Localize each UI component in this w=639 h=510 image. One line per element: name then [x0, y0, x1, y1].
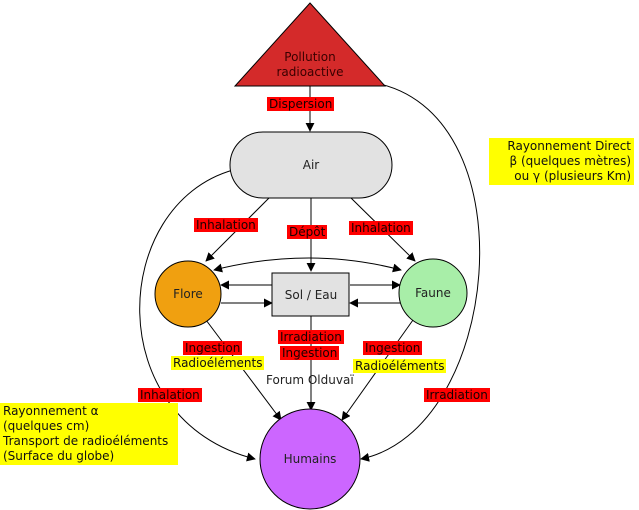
arrow-flore-faune-arc [213, 257, 402, 273]
label-ingestion-center: Ingestion [280, 346, 340, 360]
arrow-pollution-humains-arc [360, 83, 481, 462]
sol-node: Sol / Eau [271, 272, 350, 317]
flore-circle [154, 260, 222, 328]
label-dispersion: Dispersion [267, 97, 335, 111]
label-inhalation-right: Inhalation [349, 221, 413, 235]
pollution-label-line1: Pollution [284, 50, 335, 64]
pollution-node: Pollution radioactive [233, 2, 387, 87]
label-ingestion-left: Ingestion [183, 341, 243, 355]
label-radioelements-right: Radioéléments [353, 359, 447, 373]
arrow-flore-humains [205, 319, 282, 421]
humains-circle [259, 408, 361, 510]
note-beta-gamma-line-2: β (quelques mètres) [509, 154, 631, 168]
sol-box [271, 272, 350, 317]
label-depot: Dépôt [287, 225, 328, 239]
faune-label: Faune [415, 286, 451, 300]
sol-label: Sol / Eau [285, 288, 338, 302]
arrow-air-humains-arc [139, 169, 256, 462]
note-alpha-line-2: (quelques cm) [3, 419, 90, 433]
note-beta-gamma: Rayonnement Direct β (quelques mètres) o… [489, 138, 634, 185]
note-alpha-line-1: Rayonnement α [3, 404, 99, 418]
label-ingestion-right: Ingestion [363, 341, 423, 355]
humains-node: Humains [259, 408, 361, 510]
air-pill [229, 131, 393, 199]
note-alpha: Rayonnement α (quelques cm) Transport de… [0, 403, 178, 465]
pollution-label-line2: radioactive [276, 65, 343, 79]
label-irradiation-center: Irradiation [278, 330, 344, 344]
faune-circle [398, 258, 468, 328]
label-inhalation-bottom: Inhalation [138, 388, 202, 402]
watermark-text: Forum Olduvaï [266, 373, 354, 387]
flore-label: Flore [173, 287, 203, 301]
pollution-triangle [233, 2, 387, 87]
note-alpha-line-4: (Surface du globe) [3, 449, 115, 463]
flore-node: Flore [154, 260, 222, 328]
note-beta-gamma-line-3: ou γ (plusieurs Km) [514, 169, 631, 183]
label-radioelements-left: Radioéléments [171, 356, 265, 370]
humains-label: Humains [284, 452, 337, 466]
note-beta-gamma-line-1: Rayonnement Direct [507, 139, 631, 153]
label-inhalation-left: Inhalation [194, 218, 258, 232]
label-irradiation-right: Irradiation [424, 388, 490, 402]
connectors [139, 83, 481, 462]
air-node: Air [229, 131, 393, 199]
air-label: Air [303, 158, 320, 172]
note-alpha-line-3: Transport de radioéléments [3, 434, 169, 448]
faune-node: Faune [398, 258, 468, 328]
